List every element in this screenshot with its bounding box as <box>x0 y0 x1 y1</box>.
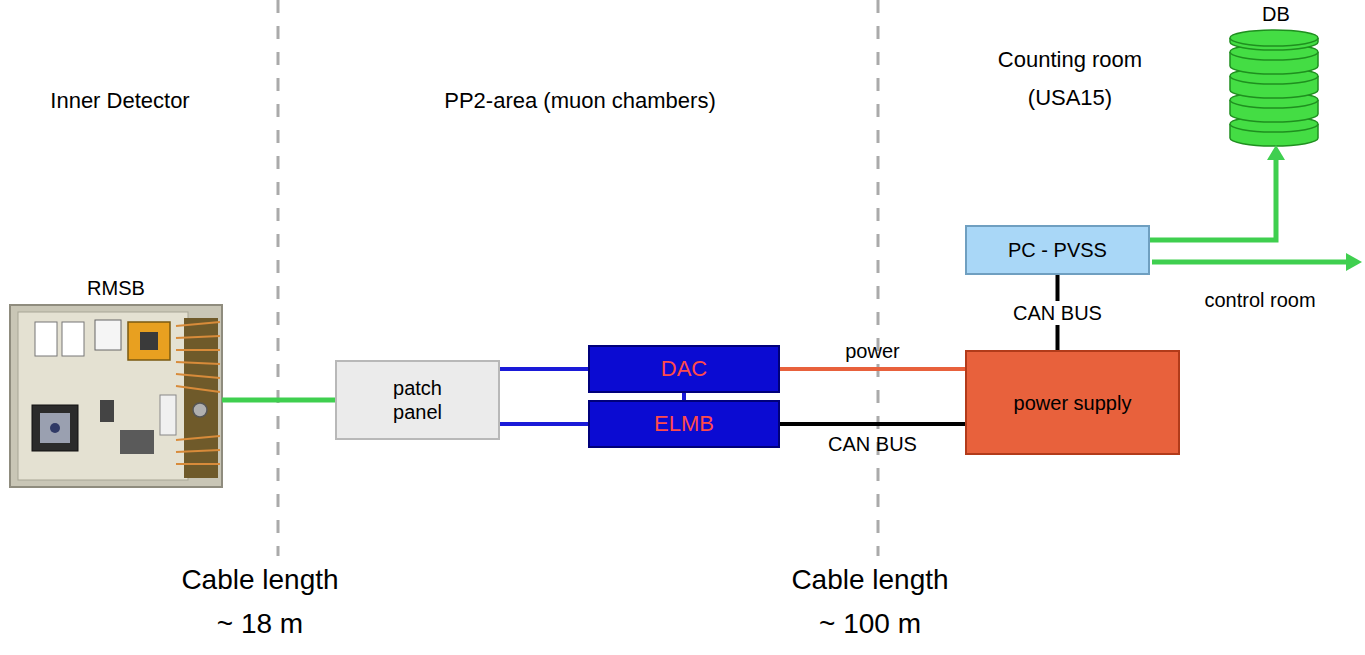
connector-label: power <box>842 339 902 363</box>
node-text: power supply <box>1014 391 1132 415</box>
arrowhead <box>1267 145 1285 160</box>
connector <box>780 367 965 371</box>
region-label: Inner Detector <box>20 87 220 115</box>
connector-label: CAN BUS <box>825 432 920 456</box>
patch-panel-box: patch panel <box>335 360 500 440</box>
cable-length-label: Cable length ~ 100 m <box>784 558 956 646</box>
region-divider <box>877 0 880 556</box>
cable-length-label: Cable length ~ 18 m <box>174 558 346 646</box>
electronics-box: DAC <box>588 345 780 393</box>
connector <box>682 393 686 400</box>
connector-label: CAN BUS <box>1010 301 1105 325</box>
region-label: Counting room (USA15) <box>990 41 1150 117</box>
node-text: DB <box>1262 2 1290 26</box>
connector <box>500 367 588 371</box>
connector <box>1150 160 1276 240</box>
sensor-board-photo <box>10 305 222 487</box>
connector <box>500 422 588 426</box>
region-label: PP2-area (muon chambers) <box>370 87 790 115</box>
power-supply-box: power supply <box>965 350 1180 455</box>
computer-box: PC - PVSS <box>965 225 1150 275</box>
region-divider <box>277 0 280 556</box>
database-stack <box>1230 30 1318 146</box>
node-text: PC - PVSS <box>1008 238 1107 262</box>
node-text: RMSB <box>87 276 145 300</box>
electronics-box: ELMB <box>588 400 780 448</box>
sensor-board: RMSB <box>10 276 222 487</box>
node-text: patch panel <box>378 376 458 424</box>
node-text: ELMB <box>654 411 714 437</box>
output-arrow <box>1152 253 1362 271</box>
node-text: DAC <box>661 356 707 382</box>
connector <box>780 422 965 426</box>
connector <box>222 398 335 403</box>
database: DB <box>1226 2 1326 145</box>
output-label: control room <box>1160 287 1360 313</box>
